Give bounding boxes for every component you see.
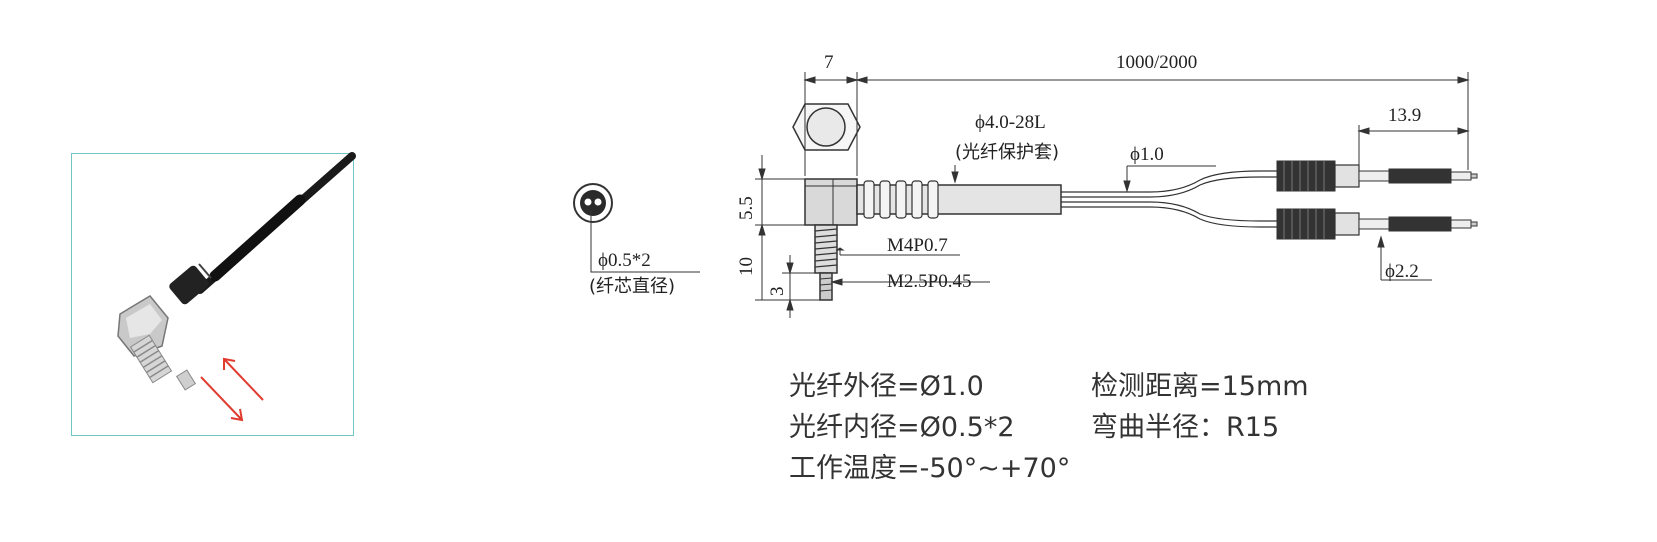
core-diameter-note: (纤芯直径) (589, 276, 675, 297)
dim-end-diameter: ϕ2.2 (1385, 261, 1419, 282)
fiber-cross-section (573, 183, 700, 273)
dim-tip-thread-length: 3 (767, 287, 788, 297)
core-diameter-label: ϕ0.5*2 (598, 250, 651, 271)
dim-thread-length: 10 (736, 257, 757, 276)
dim-cable-length: 1000/2000 (1116, 52, 1197, 73)
dim-tip-length: 13.9 (1388, 105, 1421, 126)
spec-bend-radius: 弯曲半径：R15 (1091, 412, 1280, 443)
dim-sheath: ϕ4.0-28L (975, 112, 1046, 133)
spec-working-temperature: 工作温度=-50°~+70° (789, 453, 1071, 484)
thread-m2-5: M2.5P0.45 (887, 271, 971, 292)
dim-sheath-note: (光纤保护套) (955, 142, 1059, 163)
dimension-lines (755, 72, 1470, 318)
spec-detection-distance: 检测距离=15mm (1091, 371, 1309, 402)
product-photo (117, 152, 356, 422)
spec-inner-diameter: 光纤内径=Ø0.5*2 (789, 412, 1015, 443)
spec-outer-diameter: 光纤外径=Ø1.0 (789, 371, 984, 402)
dim-head-height: 5.5 (736, 196, 757, 220)
dim-head-width: 7 (824, 52, 834, 73)
product-photo-frame (71, 153, 354, 436)
thread-m4: M4P0.7 (887, 235, 948, 256)
sensor-drawing (792, 103, 1478, 301)
dim-fiber: ϕ1.0 (1130, 144, 1164, 165)
